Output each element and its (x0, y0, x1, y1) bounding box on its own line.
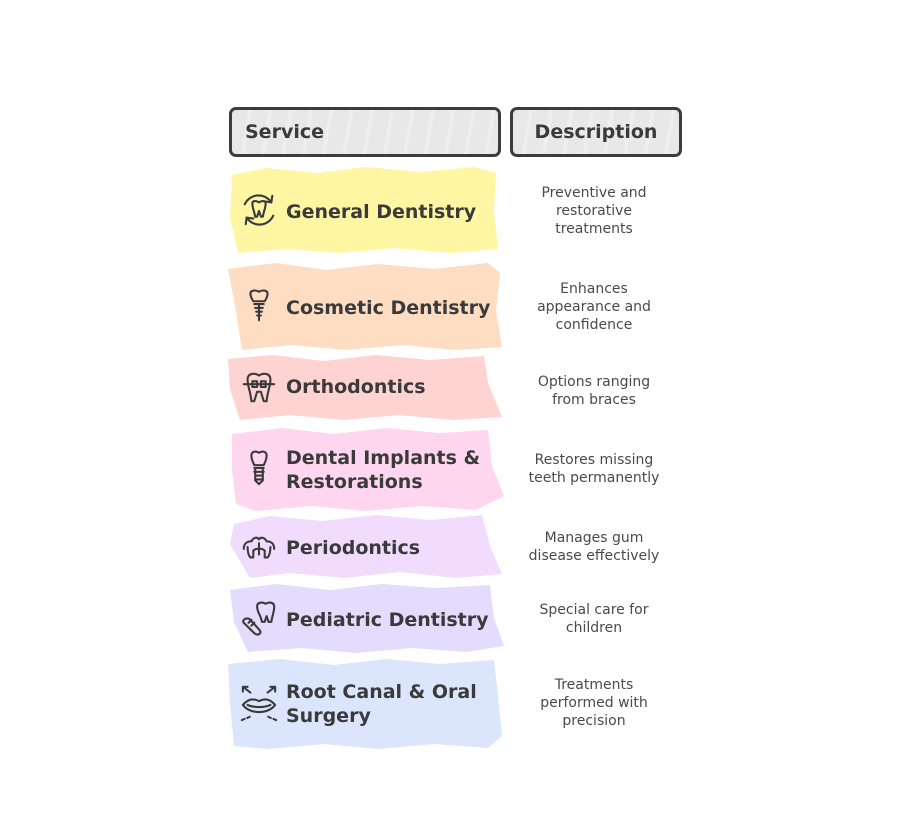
service-row-dental-implants: Dental Implants & Restorations (226, 426, 504, 512)
row-highlight (232, 428, 504, 511)
service-name: Orthodontics (286, 376, 426, 398)
service-name: Periodontics (286, 537, 421, 559)
tooth-refresh-icon (243, 194, 275, 226)
service-row-orthodontics: Orthodontics (226, 353, 504, 421)
tooth-implant-crown-icon (249, 289, 269, 322)
service-name: General Dentistry (286, 201, 477, 223)
mouth-expand-icon (240, 685, 278, 722)
service-description: Restores missing teeth permanently (528, 452, 660, 486)
service-row-cosmetic-dentistry: Cosmetic Dentistry (226, 261, 504, 351)
row-highlight (228, 263, 502, 350)
description-column-header: Description (510, 107, 682, 157)
service-row-root-canal-oral-surgery: Root Canal & Oral Surgery (226, 656, 504, 750)
description-header-label: Description (534, 121, 658, 143)
row-highlight (228, 659, 502, 749)
service-description: Manages gum disease effectively (528, 530, 660, 564)
service-name: Pediatric Dentistry (286, 609, 489, 631)
row-highlight (230, 167, 498, 253)
tooth-brush-care-icon (242, 601, 276, 636)
service-description: Options ranging from braces (537, 374, 651, 408)
tooth-braces-icon (242, 372, 276, 403)
service-row-general-dentistry: General Dentistry (226, 165, 504, 255)
gums-icon (242, 536, 276, 559)
service-column-header: Service (229, 107, 501, 157)
service-name: Dental Implants & Restorations (286, 447, 481, 493)
dental-implant-icon (250, 450, 268, 486)
service-description: Preventive and restorative treatments (541, 185, 647, 237)
service-name: Root Canal & Oral Surgery (286, 681, 477, 727)
service-row-pediatric-dentistry: Pediatric Dentistry (226, 582, 504, 654)
row-highlight (228, 355, 502, 420)
service-name: Cosmetic Dentistry (286, 297, 491, 319)
service-description: Enhances appearance and confidence (537, 281, 651, 333)
service-row-periodontics: Periodontics (226, 512, 504, 580)
row-highlight (230, 515, 502, 578)
service-description: Special care for children (539, 602, 649, 636)
row-highlight (230, 584, 504, 653)
service-description: Treatments performed with precision (540, 677, 648, 729)
service-header-label: Service (245, 121, 324, 143)
